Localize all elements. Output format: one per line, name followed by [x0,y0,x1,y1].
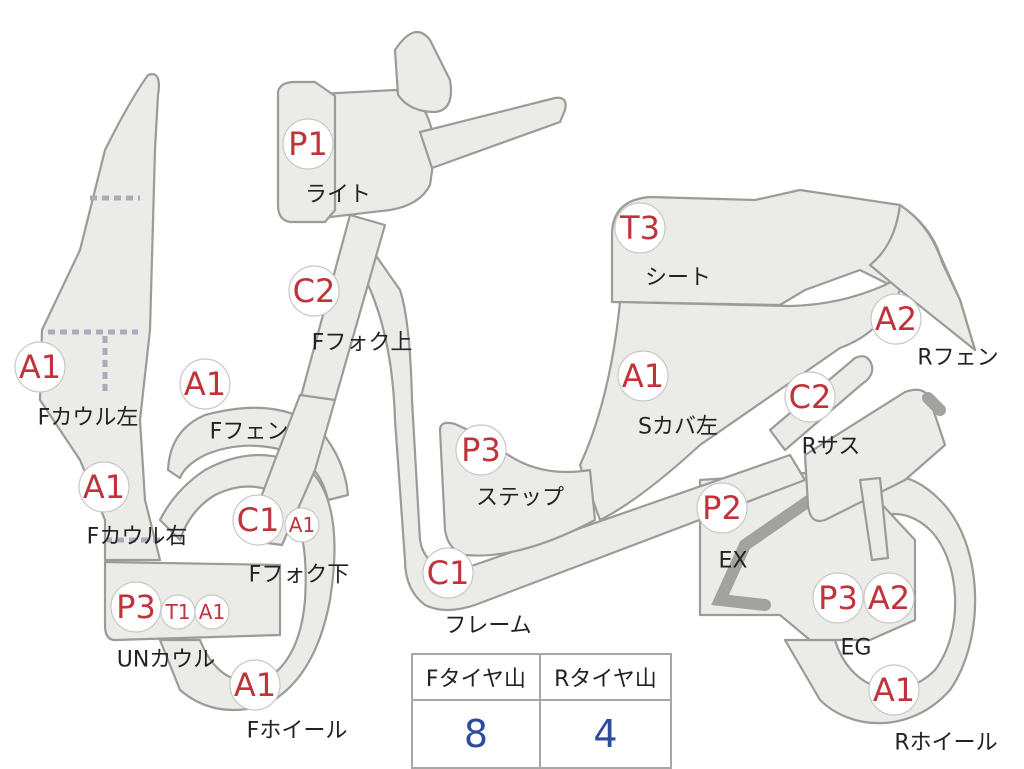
badge-eg-code2: A2 [868,579,910,617]
label-seat: シート [645,266,711,291]
label-frame: フレーム [444,614,531,639]
rear-wheel-shape [783,475,977,725]
header-front-tire: Fタイヤ山 [411,653,541,701]
frame-shape [353,238,807,612]
label-f-wheel: Fホイール [247,719,348,744]
badge-eg-2: A2 [863,572,915,624]
badge-f-fork-lower-2: A1 [284,507,320,543]
badge-s-cover-left-code: A1 [622,357,664,395]
badge-r-wheel-code: A1 [873,671,915,709]
label-eg: EG [841,636,872,661]
body-shape [578,188,977,522]
badge-f-wheel: A1 [229,659,281,711]
label-f-fender: Fフェン [210,420,289,445]
value-front-tire: 8 [411,699,541,769]
badge-f-fork-upper: C2 [288,265,340,317]
badge-f-cowl-left: A1 [14,341,66,393]
badge-light: P1 [282,118,334,170]
badge-step-code: P3 [461,431,501,469]
label-f-fork-upper: Fフォク上 [312,331,413,356]
headlight-shape [276,30,567,224]
badge-f-fork-lower-code: C1 [237,501,280,539]
badge-eg-code: P3 [818,579,858,617]
badge-f-cowl-right-code: A1 [83,468,125,506]
badge-seat-code: T3 [619,209,660,247]
badge-r-sus-code: C2 [789,378,832,416]
badge-f-cowl-left-code: A1 [19,348,61,386]
badge-ex-code: P2 [702,489,742,527]
badge-f-fork-upper-code: C2 [293,272,336,310]
badge-un-cowl-code: P3 [116,588,156,626]
badge-r-fender: A2 [870,293,922,345]
badge-f-fork-lower: C1 [232,494,284,546]
badge-un-cowl-code3: A1 [199,600,225,624]
badge-un-cowl-code2: T1 [165,600,191,624]
badge-f-fork-lower-code2: A1 [289,513,315,537]
badge-frame-code: C1 [427,554,470,592]
label-f-fork-lower: Fフォク下 [249,563,350,588]
badge-eg: P3 [812,572,864,624]
badge-f-cowl-right: A1 [78,461,130,513]
label-f-cowl-right: Fカウル右 [87,525,188,550]
label-un-cowl: UNカウル [117,648,216,673]
badge-s-cover-left: A1 [617,350,669,402]
badge-un-cowl-3: A1 [194,594,230,630]
label-ex: EX [719,549,748,574]
label-r-sus: Rサス [802,435,861,460]
badge-r-sus: C2 [784,371,836,423]
badge-un-cowl: P3 [110,581,162,633]
badge-ex: P2 [696,482,748,534]
badge-step: P3 [455,424,507,476]
table-value-row: 8 4 [411,699,673,769]
badge-f-wheel-code: A1 [234,666,276,704]
header-rear-tire: Rタイヤ山 [538,653,673,701]
tire-tread-table: Fタイヤ山 Rタイヤ山 8 4 [411,653,673,769]
badge-f-fender-code: A1 [184,365,226,403]
badge-r-fender-code: A2 [875,300,917,338]
value-rear-tire: 4 [538,699,673,769]
badge-seat: T3 [614,202,666,254]
label-r-wheel: Rホイール [894,731,997,756]
badge-frame: C1 [422,547,474,599]
badge-un-cowl-2: T1 [160,594,196,630]
front-cowl-shape [38,73,165,562]
label-step: ステップ [476,486,564,511]
label-s-cover-left: Sカバ左 [638,415,718,440]
badge-r-wheel: A1 [868,664,920,716]
label-f-cowl-left: Fカウル左 [38,406,139,431]
table-header-row: Fタイヤ山 Rタイヤ山 [411,653,673,701]
label-light: ライト [305,183,371,208]
badge-f-fender: A1 [179,358,231,410]
label-r-fender: Rフェン [917,346,998,371]
badge-light-code: P1 [288,125,328,163]
